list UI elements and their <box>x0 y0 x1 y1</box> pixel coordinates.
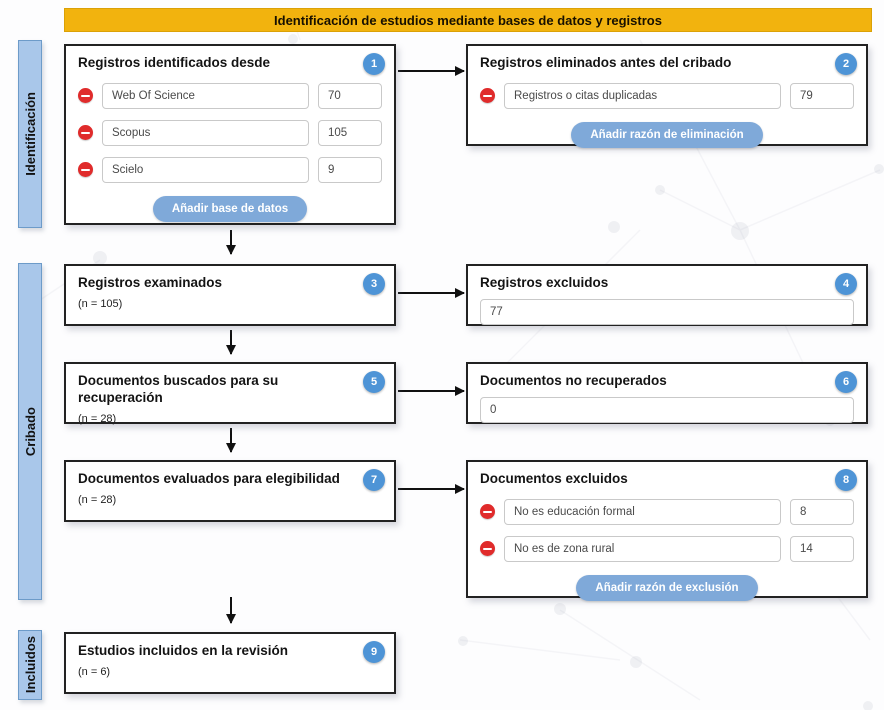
step-badge-5: 5 <box>363 371 385 393</box>
box-title: Documentos no recuperados <box>480 373 667 388</box>
box-count: (n = 28) <box>78 412 117 425</box>
step-badge-4: 4 <box>835 273 857 295</box>
remove-row-icon[interactable] <box>480 88 495 104</box>
remove-row-icon[interactable] <box>480 541 495 557</box>
remove-row-icon[interactable] <box>78 88 93 104</box>
exclusion-count-input[interactable] <box>790 535 854 562</box>
box-documents-excluded: 8 Documentos excluidos Añadir razón de e… <box>466 460 868 601</box>
box-records-identified: 1 Registros identificados desde Añadir b… <box>64 44 396 225</box>
box-title: Registros excluidos <box>480 275 609 290</box>
remove-row-icon[interactable] <box>78 162 93 178</box>
remove-row-icon[interactable] <box>78 125 93 141</box>
box-documents-assessed: 7 Documentos evaluados para elegibilidad… <box>64 460 396 522</box>
diagram-title: Identificación de estudios mediante base… <box>274 12 662 28</box>
database-row <box>78 119 382 146</box>
box-documents-sought: 5 Documentos buscados para su recuperaci… <box>64 362 396 425</box>
add-database-button[interactable]: Añadir base de datos <box>152 195 308 222</box>
exclusion-reason-row <box>480 535 854 562</box>
not-retrieved-count-input[interactable] <box>480 396 854 423</box>
exclusion-count-input[interactable] <box>790 498 854 525</box>
add-removal-reason-button[interactable]: Añadir razón de eliminación <box>571 121 763 148</box>
arrow-assessed-to-included <box>225 597 236 624</box>
excluded-count-input[interactable] <box>480 298 854 325</box>
step-badge-6: 6 <box>835 371 857 393</box>
box-records-removed: 2 Registros eliminados antes del cribado… <box>466 44 868 148</box>
step-badge-9: 9 <box>363 641 385 663</box>
box-count: (n = 105) <box>78 297 123 310</box>
remove-row-icon[interactable] <box>480 504 495 520</box>
database-row <box>78 156 382 183</box>
diagram-title-banner: Identificación de estudios mediante base… <box>64 8 872 32</box>
box-title: Registros identificados desde <box>78 55 271 70</box>
box-title: Registros examinados <box>78 275 223 290</box>
arrow-screened-to-sought <box>225 330 236 355</box>
arrow-identified-to-removed <box>398 65 465 76</box>
database-name-input[interactable] <box>102 82 309 109</box>
box-title: Registros eliminados antes del cribado <box>480 55 732 70</box>
step-badge-7: 7 <box>363 469 385 491</box>
stage-bar-identificacion: Identificación <box>18 40 42 228</box>
box-title: Estudios incluidos en la revisión <box>78 643 289 658</box>
step-badge-8: 8 <box>835 469 857 491</box>
arrow-assessed-to-excluded-docs <box>398 483 465 494</box>
arrow-identified-to-screened <box>225 230 236 255</box>
box-records-excluded: 4 Registros excluidos <box>466 264 868 326</box>
exclusion-reason-row <box>480 498 854 525</box>
box-title: Documentos buscados para su recuperación <box>78 373 279 405</box>
arrow-sought-to-assessed <box>225 428 236 453</box>
box-title: Documentos evaluados para elegibilidad <box>78 471 340 486</box>
step-badge-3: 3 <box>363 273 385 295</box>
box-documents-not-retrieved: 6 Documentos no recuperados <box>466 362 868 424</box>
exclusion-reason-input[interactable] <box>504 498 781 525</box>
arrow-screened-to-excluded <box>398 287 465 298</box>
stage-label-incluidos: Incluidos <box>22 636 38 694</box>
box-title: Documentos excluidos <box>480 471 628 486</box>
arrow-sought-to-not-retrieved <box>398 385 465 396</box>
stage-bar-incluidos: Incluidos <box>18 630 42 700</box>
database-name-input[interactable] <box>102 119 309 146</box>
database-name-input[interactable] <box>102 156 309 183</box>
database-count-input[interactable] <box>318 119 382 146</box>
box-studies-included: 9 Estudios incluidos en la revisión (n =… <box>64 632 396 694</box>
reason-count-input[interactable] <box>790 82 854 109</box>
box-records-screened: 3 Registros examinados (n = 105) <box>64 264 396 326</box>
reason-row <box>480 82 854 109</box>
box-count: (n = 28) <box>78 493 117 506</box>
step-badge-2: 2 <box>835 53 857 75</box>
stage-label-cribado: Cribado <box>22 406 38 457</box>
stage-bar-cribado: Cribado <box>18 263 42 600</box>
stage-label-identificacion: Identificación <box>22 92 38 176</box>
database-row <box>78 82 382 109</box>
exclusion-reason-input[interactable] <box>504 535 781 562</box>
database-count-input[interactable] <box>318 82 382 109</box>
step-badge-1: 1 <box>363 53 385 75</box>
reason-input[interactable] <box>504 82 781 109</box>
database-count-input[interactable] <box>318 156 382 183</box>
box-count: (n = 6) <box>78 665 111 678</box>
add-exclusion-reason-button[interactable]: Añadir razón de exclusión <box>576 574 758 601</box>
